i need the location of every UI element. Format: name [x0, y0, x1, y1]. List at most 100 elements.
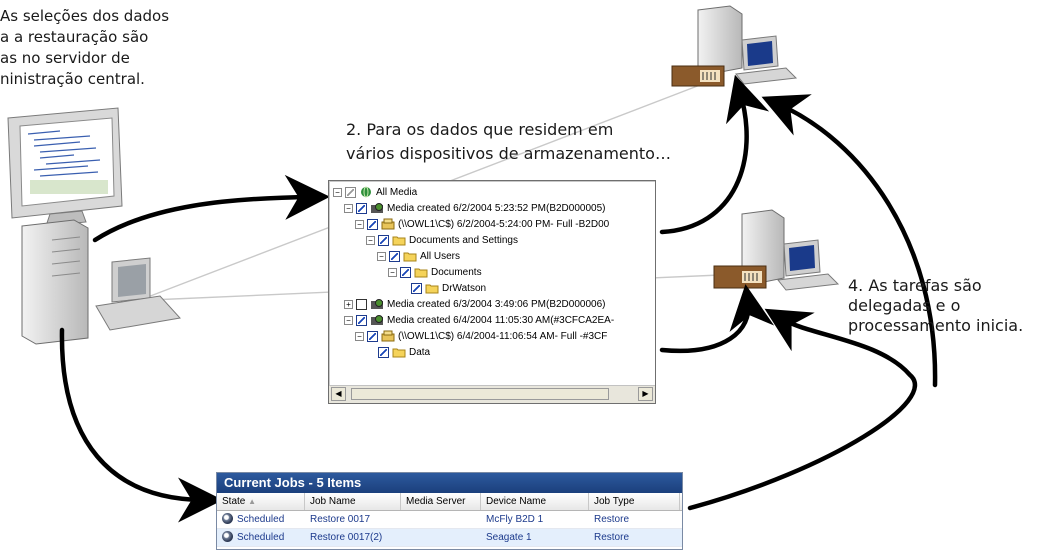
table-row[interactable]: Scheduled Restore 0017 McFly B2D 1 Resto…: [217, 511, 682, 529]
scroll-right-button[interactable]: ▶: [638, 387, 653, 401]
caption-step-1-line: as no servidor de: [0, 49, 130, 67]
tree-item-label: All Media: [376, 186, 418, 198]
table-row[interactable]: Scheduled Restore 0017(2) Seagate 1 Rest…: [217, 529, 682, 547]
tree-item-label: Media created 6/4/2004 11:05:30 AM(#3CFC…: [387, 314, 615, 326]
tree-item-label: (\\OWL1\C$) 6/4/2004-11:06:54 AM- Full -…: [398, 330, 608, 342]
selection-checkbox[interactable]: [356, 314, 367, 326]
expand-icon[interactable]: +: [344, 299, 353, 309]
device-name-cell: McFly B2D 1: [486, 514, 544, 525]
tree-item-label: Media created 6/2/2004 5:23:52 PM(B2D000…: [387, 202, 606, 214]
tree-item[interactable]: Data: [366, 344, 430, 360]
jobs-header-row: State ▲ Job Name Media Server Device Nam…: [217, 493, 682, 511]
media-server-cell: [401, 529, 481, 546]
caption-step-4: 4. As tarefas são delegadas e o processa…: [848, 276, 1023, 336]
selection-checkbox[interactable]: [389, 250, 400, 262]
tree-item[interactable]: − Media created 6/2/2004 5:23:52 PM(B2D00…: [344, 200, 605, 216]
restore-selections-tree: − All Media − Media created 6/2/2004 5:23:5…: [328, 180, 656, 404]
selection-checkbox[interactable]: [345, 186, 356, 198]
flow-arrows: [59, 74, 938, 523]
job-type-cell: Restore: [594, 532, 630, 543]
scheduled-icon: [222, 513, 233, 524]
arrow-selection-to-middle-server: [659, 284, 775, 354]
selection-checkbox[interactable]: [411, 282, 422, 294]
caption-step-2-line: 2. Para os dados que residem em: [346, 120, 614, 139]
job-state-cell: Scheduled: [217, 511, 305, 528]
selection-checkbox[interactable]: [367, 330, 378, 342]
media-server-middle-icon: [713, 209, 840, 291]
caption-step-4-line: delegadas e o: [848, 296, 961, 315]
tree-item[interactable]: −(\\OWL1\C$) 6/2/2004-5:24:00 PM- Full -…: [355, 216, 609, 232]
tree-item-label: Documents: [431, 266, 482, 278]
selection-checkbox[interactable]: [400, 266, 411, 278]
column-header-device-name[interactable]: Device Name: [481, 493, 589, 510]
scroll-thumb[interactable]: [351, 388, 609, 400]
drive-icon: [381, 218, 398, 230]
job-name-cell: Restore 0017: [310, 514, 371, 525]
caption-step-1-line: ninistração central.: [0, 70, 145, 88]
caption-step-2-line: vários dispositivos de armazenamento…: [346, 144, 671, 163]
selection-checkbox[interactable]: [367, 218, 378, 230]
jobs-title: Current Jobs - 5 Items: [217, 473, 682, 493]
globe-icon: [359, 186, 376, 198]
job-state-cell: Scheduled: [217, 529, 305, 546]
media-icon: [370, 202, 387, 214]
collapse-icon[interactable]: −: [333, 187, 342, 197]
selection-checkbox[interactable]: [378, 346, 389, 358]
collapse-icon[interactable]: −: [366, 235, 375, 245]
column-header-state[interactable]: State ▲: [217, 493, 305, 510]
drive-icon: [381, 330, 398, 342]
column-header-job-name[interactable]: Job Name: [305, 493, 401, 510]
arrow-jobs-to-top-server: [761, 94, 938, 388]
caption-step-1-line: As seleções dos dados: [0, 7, 170, 25]
collapse-icon[interactable]: −: [355, 331, 364, 341]
admin-server-icon: [7, 107, 181, 345]
collapse-icon[interactable]: −: [355, 219, 364, 229]
collapse-icon[interactable]: −: [344, 203, 353, 213]
tree-item[interactable]: − (\\OWL1\C$) 6/4/2004-11:06:54 AM- Full …: [355, 328, 607, 344]
tree-item[interactable]: DrWatson: [399, 280, 486, 296]
job-name-cell: Restore 0017(2): [310, 532, 383, 543]
selection-checkbox[interactable]: [356, 298, 367, 310]
media-server-top-icon: [671, 5, 798, 87]
media-server-cell: [401, 511, 481, 528]
folder-icon: [392, 346, 409, 358]
tree-item[interactable]: − Documents and Settings: [366, 232, 518, 248]
column-header-media-server[interactable]: Media Server: [401, 493, 481, 510]
scheduled-icon: [222, 531, 233, 542]
device-name-cell: Seagate 1: [486, 532, 532, 543]
caption-step-2: 2. Para os dados que residem em vários d…: [346, 118, 671, 166]
tree-item-label: All Users: [420, 250, 461, 262]
caption-step-1-line: a a restauração são: [0, 28, 149, 46]
tree-item-label: Documents and Settings: [409, 234, 518, 246]
media-icon: [370, 314, 387, 326]
arrow-selection-to-top-server: [659, 74, 770, 235]
tree-item[interactable]: − All Media: [333, 184, 417, 200]
horizontal-scrollbar[interactable]: ◀ ▶: [329, 385, 655, 403]
scroll-left-button[interactable]: ◀: [331, 387, 346, 401]
arrow-admin-to-jobs: [59, 327, 223, 523]
job-type-cell: Restore: [594, 514, 630, 525]
sort-ascending-icon: ▲: [248, 497, 257, 506]
tree-item[interactable]: − All Users: [377, 248, 460, 264]
arrow-jobs-to-middle-server: [687, 308, 918, 511]
tree-item-label: Media created 6/3/2004 3:49:06 PM(B2D000…: [387, 298, 606, 310]
column-header-job-type[interactable]: Job Type: [589, 493, 680, 510]
collapse-icon[interactable]: −: [344, 315, 353, 325]
caption-step-4-line: 4. As tarefas são: [848, 276, 982, 295]
selection-checkbox[interactable]: [356, 202, 367, 214]
folder-icon: [403, 250, 420, 262]
collapse-icon[interactable]: −: [388, 267, 397, 277]
tree-item[interactable]: − Documents: [388, 264, 482, 280]
tree-item-label: Data: [409, 346, 431, 358]
caption-step-4-line: processamento inicia.: [848, 316, 1024, 335]
collapse-icon[interactable]: −: [377, 251, 386, 261]
tree-item[interactable]: + Media created 6/3/2004 3:49:06 PM(B2D00…: [344, 296, 605, 312]
caption-step-1: As seleções dos dados a a restauração sã…: [0, 6, 169, 90]
tree-item[interactable]: − Media created 6/4/2004 11:05:30 AM(#3CF…: [344, 312, 614, 328]
folder-icon: [414, 266, 431, 278]
current-jobs-panel: Current Jobs - 5 Items State ▲ Job Name …: [216, 472, 683, 550]
selection-checkbox[interactable]: [378, 234, 389, 246]
folder-icon: [392, 234, 409, 246]
folder-icon: [425, 282, 442, 294]
